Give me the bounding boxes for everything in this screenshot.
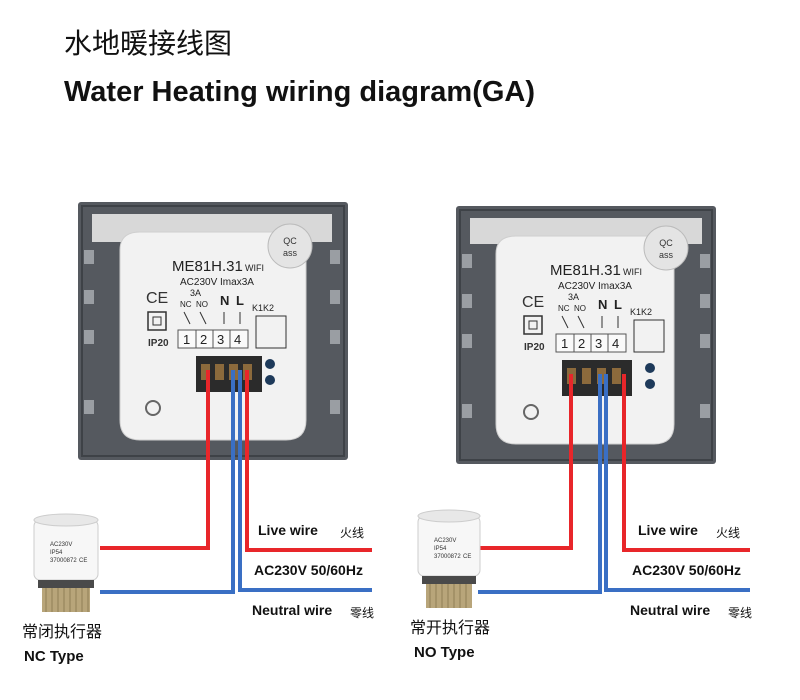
ip-text: IP20 xyxy=(524,342,545,353)
ce-mark: CE xyxy=(522,294,544,311)
actuator-rating: AC230V xyxy=(50,542,72,548)
actuator-body xyxy=(417,515,481,577)
ac-supply-label: AC230V 50/60Hz xyxy=(632,562,741,578)
live-wire-label: Live wire xyxy=(258,522,318,538)
actuator-code: 37000872 xyxy=(434,554,461,560)
terminal-label-2: 2 xyxy=(200,332,207,347)
terminal-label-4: 4 xyxy=(234,332,241,347)
neutral-supply-wire xyxy=(604,374,750,592)
led-indicator xyxy=(265,375,275,385)
led-indicator xyxy=(265,359,275,369)
actuator-ip: IP54 xyxy=(50,550,63,556)
screw-hole-icon xyxy=(145,400,161,416)
ac-supply-label: AC230V 50/60Hz xyxy=(254,562,363,578)
no-text: NO xyxy=(574,304,586,313)
qc-pass-text: ass xyxy=(659,250,674,260)
nc-text: NC xyxy=(180,300,192,309)
neutral-wire-label: Neutral wire xyxy=(252,602,333,618)
double-insulation-icon xyxy=(523,315,543,335)
live-wire-to-actuator xyxy=(100,370,210,550)
qc-pass-text: ass xyxy=(283,248,298,258)
wiring-unit-no: QC ass ME81H.31 WIFI AC230V Imax3A CE IP… xyxy=(378,0,778,700)
wiring-unit-nc: QC ass ME81H.31 WIFI AC230V Imax3A CE IP… xyxy=(22,202,375,665)
qc-pass-sticker xyxy=(267,223,313,269)
l-text: L xyxy=(236,293,244,308)
model-text: ME81H.31 xyxy=(172,258,243,275)
relay-symbol-icon xyxy=(255,315,287,349)
title-english: Water Heating wiring diagram(GA) xyxy=(64,76,536,108)
current-text: 3A xyxy=(568,292,579,302)
neutral-wire-label: Neutral wire xyxy=(630,602,711,618)
ip-text: IP20 xyxy=(148,338,169,349)
terminal-label-3: 3 xyxy=(217,332,224,347)
terminal-label-1: 1 xyxy=(183,332,190,347)
neutral-wire-to-actuator xyxy=(478,374,602,594)
model-text: ME81H.31 xyxy=(550,262,621,279)
neutral-wire-label-cn: 零线 xyxy=(350,606,375,620)
live-wire-to-actuator xyxy=(478,374,573,550)
nc-text: NC xyxy=(558,304,570,313)
live-supply-wire xyxy=(245,370,372,552)
terminal-label-1: 1 xyxy=(561,336,568,351)
wifi-text: WIFI xyxy=(245,263,264,273)
actuator-type-en: NO Type xyxy=(414,644,475,661)
led-indicator xyxy=(645,363,655,373)
screw-hole-icon xyxy=(523,404,539,420)
k1k2-text: K1K2 xyxy=(252,303,274,313)
rating-text: AC230V Imax3A xyxy=(180,277,254,288)
wiring-diagram-no: QC ass ME81H.31 WIFI AC230V Imax3A CE IP… xyxy=(417,206,750,608)
no-text: NO xyxy=(196,300,208,309)
ce-mark: CE xyxy=(146,290,168,307)
wifi-text: WIFI xyxy=(623,267,642,277)
double-insulation-icon xyxy=(147,311,167,331)
led-indicator xyxy=(645,379,655,389)
actuator-ip: IP54 xyxy=(434,546,447,552)
actuator-band xyxy=(422,576,476,584)
live-wire-label-cn: 火线 xyxy=(716,526,741,540)
actuator-type-en: NC Type xyxy=(24,648,84,665)
actuator-rating: AC230V xyxy=(434,538,456,544)
terminal-label-4: 4 xyxy=(612,336,619,351)
neutral-wire-label-cn: 零线 xyxy=(728,606,753,620)
actuator-band xyxy=(38,580,94,588)
actuator-type-cn: 常闭执行器 xyxy=(22,622,103,641)
qc-pass-sticker xyxy=(643,225,689,271)
actuator-knurled-nut xyxy=(42,588,90,612)
actuator-ce: CE xyxy=(463,554,471,560)
actuator-type-cn: 常开执行器 xyxy=(410,618,491,637)
n-text: N xyxy=(220,293,229,308)
actuator-knurled-nut xyxy=(426,584,472,608)
n-text: N xyxy=(598,297,607,312)
relay-symbol-icon xyxy=(633,319,665,353)
terminal-label-2: 2 xyxy=(578,336,585,351)
k1k2-text: K1K2 xyxy=(630,307,652,317)
live-supply-wire xyxy=(622,374,750,552)
live-wire-label-cn: 火线 xyxy=(340,526,365,540)
neutral-wire-to-actuator xyxy=(100,370,235,594)
actuator-body xyxy=(33,519,99,581)
actuator-ce: CE xyxy=(79,558,87,564)
wiring-diagram-nc: QC ass ME81H.31 WIFI AC230V Imax3A CE IP… xyxy=(33,202,372,612)
qc-text: QC xyxy=(283,236,297,246)
current-text: 3A xyxy=(190,288,201,298)
neutral-supply-wire xyxy=(238,370,372,592)
qc-text: QC xyxy=(659,238,673,248)
title-chinese: 水地暖接线图 xyxy=(64,27,233,60)
l-text: L xyxy=(614,297,622,312)
rating-text: AC230V Imax3A xyxy=(558,281,632,292)
actuator-code: 37000872 xyxy=(50,558,77,564)
terminal-label-3: 3 xyxy=(595,336,602,351)
live-wire-label: Live wire xyxy=(638,522,698,538)
